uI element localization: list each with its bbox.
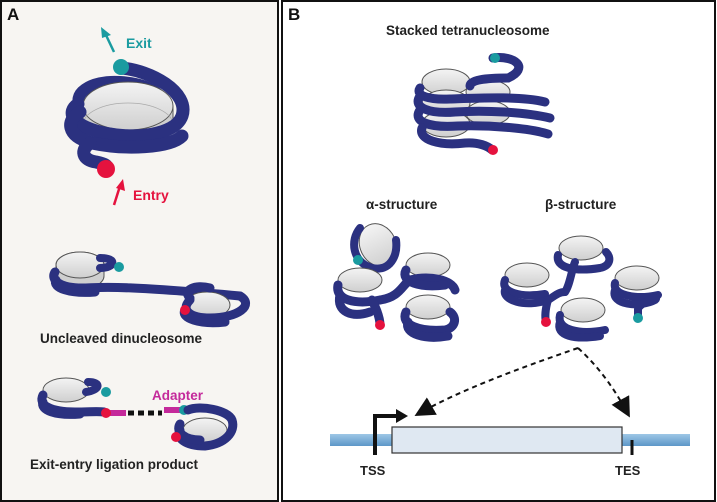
ligation-label: Exit-entry ligation product <box>30 457 199 472</box>
arrow-to-tes <box>577 347 630 418</box>
exit-label: Exit <box>126 35 152 51</box>
ligation-product <box>37 377 238 451</box>
panel-b-letter: B <box>288 5 300 24</box>
entry-dot <box>97 160 115 178</box>
alpha-structure-label: α-structure <box>366 197 438 212</box>
tetranucleosome <box>413 53 555 155</box>
large-nucleosome <box>64 27 190 206</box>
tss-arrow <box>373 414 398 455</box>
tss-label: TSS <box>360 463 386 478</box>
beta-structure <box>500 235 662 342</box>
alpha-structure <box>333 223 460 342</box>
dinucleosome <box>49 251 250 328</box>
panel-a: A Exit Entry <box>0 0 279 502</box>
entry-label: Entry <box>133 187 169 203</box>
gene-body <box>391 426 623 454</box>
entry-arrow-icon <box>116 179 125 191</box>
adapter-label: Adapter <box>152 388 204 403</box>
gene-diagram <box>330 409 690 455</box>
tetranucleosome-label: Stacked tetranucleosome <box>386 23 550 38</box>
exit-arrow-icon <box>101 27 111 38</box>
panel-b: B Stacked tetranucleosome α-structure β-… <box>281 0 716 502</box>
dinucleosome-label: Uncleaved dinucleosome <box>40 331 203 346</box>
tss-arrow-head <box>396 409 408 423</box>
panel-a-letter: A <box>7 5 19 24</box>
arrow-to-tss <box>414 347 579 416</box>
beta-structure-label: β-structure <box>545 197 617 212</box>
tes-label: TES <box>615 463 641 478</box>
exit-dot <box>113 59 129 75</box>
